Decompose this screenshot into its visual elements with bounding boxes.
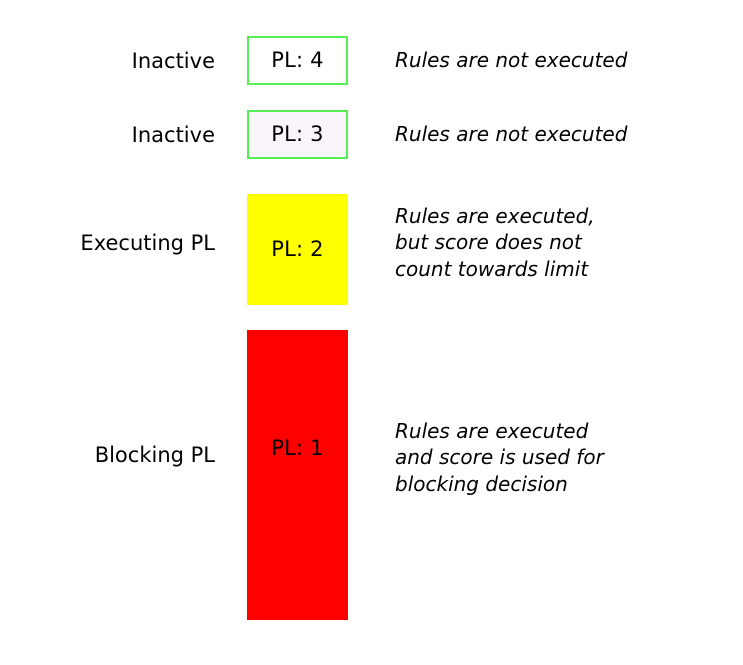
description-line: Rules are not executed [395, 48, 628, 72]
description-pl2: Rules are executed, but score does not c… [395, 203, 725, 282]
pl-box-pl3: PL: 3 [247, 110, 348, 159]
pl-box-pl2: PL: 2 [247, 194, 348, 305]
description-pl1: Rules are executed and score is used for… [395, 418, 725, 497]
status-label-pl2: Executing PL [80, 231, 215, 255]
description-line: count towards limit [395, 256, 589, 281]
description-pl3: Rules are not executed [395, 121, 725, 147]
status-label-pl3: Inactive [131, 123, 215, 147]
description-line: Rules are not executed [395, 122, 628, 146]
pl-box-label-pl2: PL: 2 [271, 237, 324, 261]
pl-box-label-pl1: PL: 1 [271, 436, 324, 460]
description-line: but score does not [395, 230, 582, 255]
status-label-pl4: Inactive [131, 49, 215, 73]
description-line: Rules are executed [395, 419, 589, 443]
pl-box-label-pl3: PL: 3 [271, 122, 324, 146]
pl-box-label-pl4: PL: 4 [271, 48, 324, 72]
description-line: Rules are executed, [395, 204, 595, 228]
description-pl4: Rules are not executed [395, 47, 725, 73]
description-line: blocking decision [395, 471, 568, 496]
pl-box-pl1: PL: 1 [247, 330, 348, 620]
status-label-pl1: Blocking PL [94, 443, 215, 467]
pl-box-pl4: PL: 4 [247, 36, 348, 85]
description-line: and score is used for [395, 445, 604, 470]
